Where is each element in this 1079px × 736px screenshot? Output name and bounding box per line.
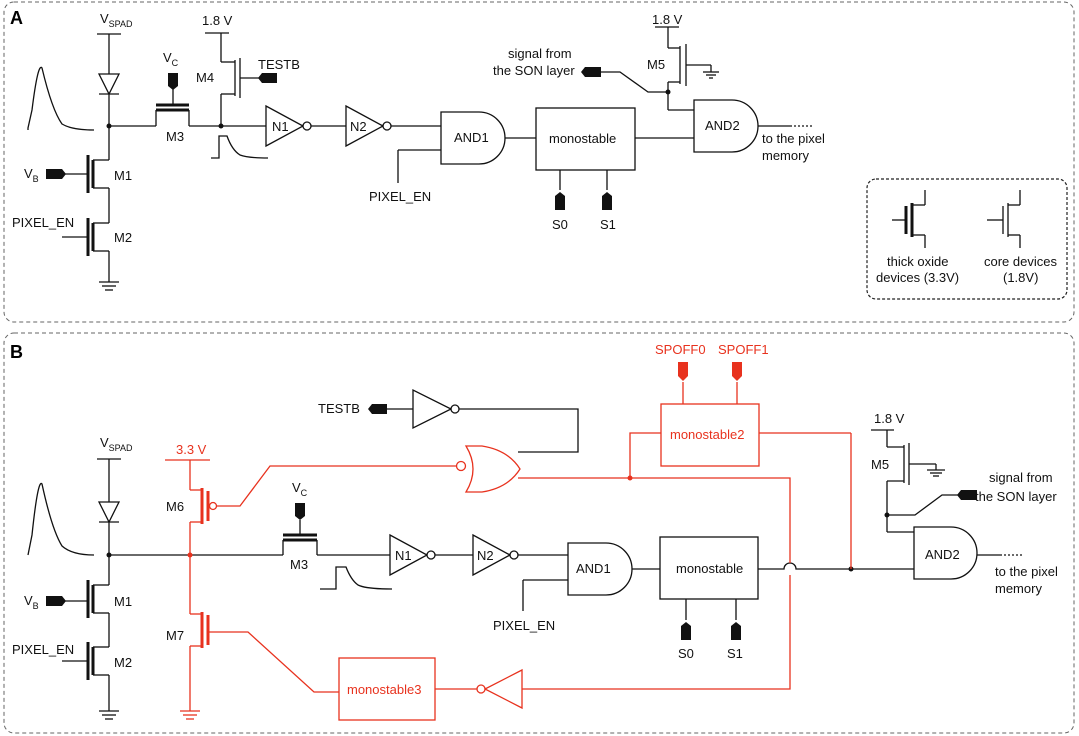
s0-label-b: S0: [678, 646, 694, 661]
node-waveform-a: [211, 135, 269, 159]
s1-label: S1: [600, 217, 616, 232]
n2-label-b: N2: [477, 548, 494, 563]
m2-label: M2: [114, 230, 132, 245]
monostable-block-b: [659, 536, 759, 600]
legend-core-line2: (1.8V): [1003, 270, 1038, 285]
m4-label: M4: [196, 70, 214, 85]
spoff1-label: SPOFF1: [718, 342, 769, 357]
spoff0-label: SPOFF0: [655, 342, 706, 357]
monostable2-label: monostable2: [670, 427, 744, 442]
son-label-line2-a: the SON layer: [493, 63, 575, 78]
and2-gate-icon: [693, 99, 759, 153]
m1-label-b: M1: [114, 594, 132, 609]
legend-core-line1: core devices: [984, 254, 1057, 269]
pixel-en-label-left: PIXEL_EN: [12, 215, 74, 230]
m5-label-a: M5: [647, 57, 665, 72]
monostable2-block: [660, 403, 760, 467]
pixel-memory-line1-a: to the pixel: [762, 131, 825, 146]
n1-label: N1: [272, 119, 289, 134]
testb-pin-b: [368, 404, 387, 414]
pixel-en-label-and-b: PIXEL_EN: [493, 618, 555, 633]
supply-33-label: 3.3 V: [176, 442, 207, 457]
spad-diode-icon-b: [97, 501, 121, 524]
son-label-line2-b: the SON layer: [975, 489, 1057, 504]
vspad-label: VSPAD: [100, 11, 133, 29]
monostable-block: [535, 107, 636, 171]
ground-icon: [927, 469, 945, 477]
spad-pulse-waveform-b: [27, 482, 95, 556]
monostable3-block: [338, 657, 436, 721]
pixel-memory-line2-b: memory: [995, 581, 1042, 596]
and1-gate-icon: [440, 111, 506, 165]
monostable3-label: monostable3: [347, 682, 421, 697]
supply-m5-label-b: 1.8 V: [874, 411, 905, 426]
testb-label-b: TESTB: [318, 401, 360, 416]
spad-pulse-waveform: [27, 66, 95, 131]
node-waveform-b: [320, 566, 393, 590]
m5-label-b: M5: [871, 457, 889, 472]
pixel-en-label-left-b: PIXEL_EN: [12, 642, 74, 657]
panel-a: A VSPAD VB M1 PIXEL_EN M2: [3, 1, 1075, 323]
n2-label: N2: [350, 119, 367, 134]
nor-gate-icon: [464, 445, 521, 493]
pixel-en-label-and: PIXEL_EN: [369, 189, 431, 204]
monostable-label: monostable: [549, 131, 616, 146]
vc-label: VC: [163, 50, 179, 68]
vc-label-b: VC: [292, 480, 308, 498]
m7-label: M7: [166, 628, 184, 643]
monostable-label-b: monostable: [676, 561, 743, 576]
m2-label-b: M2: [114, 655, 132, 670]
panel-b-frame: [3, 332, 1075, 734]
legend-thick-line2: devices (3.3V): [876, 270, 959, 285]
vb-label-b: VB: [24, 593, 39, 611]
feedback-inverter-icon: [483, 668, 523, 710]
panel-a-frame: [3, 1, 1075, 323]
testb-label-a: TESTB: [258, 57, 300, 72]
n1-inverter-icon-b: [389, 533, 429, 577]
n1-label-b: N1: [395, 548, 412, 563]
panel-a-label: A: [10, 8, 23, 28]
and1-gate-icon-b: [567, 542, 633, 596]
pixel-memory-line1-b: to the pixel: [995, 564, 1058, 579]
and2-gate-icon-b: [913, 526, 978, 580]
and1-label: AND1: [454, 130, 489, 145]
ground-icon: [99, 281, 119, 291]
ground-icon: [99, 710, 119, 720]
m1-label: M1: [114, 168, 132, 183]
spad-diode-icon: [97, 73, 121, 96]
m3-label: M3: [166, 129, 184, 144]
ground-icon-red: [180, 710, 200, 720]
vspad-label-b: VSPAD: [100, 435, 133, 453]
m6-label: M6: [166, 499, 184, 514]
son-label-line1-a: signal from: [508, 46, 572, 61]
legend-thick-line1: thick oxide: [887, 254, 948, 269]
ground-icon: [703, 71, 719, 79]
n1-inverter-icon: [265, 104, 305, 148]
son-label-line1-b: signal from: [989, 470, 1053, 485]
device-legend: thick oxide devices (3.3V) core devices …: [866, 178, 1068, 300]
vb-label: VB: [24, 166, 39, 184]
supply-m4-label: 1.8 V: [202, 13, 233, 28]
panel-b-label: B: [10, 342, 23, 362]
n2-inverter-icon: [345, 104, 385, 148]
testb-inverter-icon: [412, 388, 453, 430]
s0-label: S0: [552, 217, 568, 232]
and2-label: AND2: [705, 118, 740, 133]
n2-inverter-icon-b: [472, 533, 512, 577]
pixel-memory-line2-a: memory: [762, 148, 809, 163]
panel-b: B VSPAD VB M1 PIXEL_EN M2: [3, 332, 1075, 734]
supply-m5-label-a: 1.8 V: [652, 12, 683, 27]
m3-label-b: M3: [290, 557, 308, 572]
and1-label-b: AND1: [576, 561, 611, 576]
s1-label-b: S1: [727, 646, 743, 661]
and2-label-b: AND2: [925, 547, 960, 562]
